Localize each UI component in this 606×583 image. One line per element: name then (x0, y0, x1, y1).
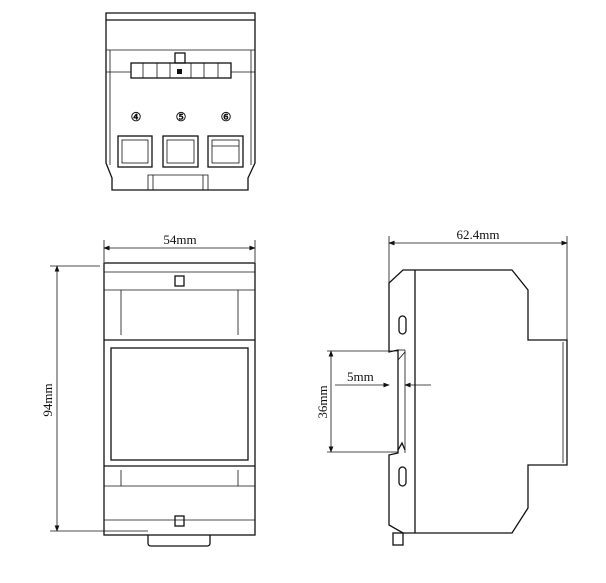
terminal-screws (117, 135, 244, 168)
terminal-6-label: ⑥ (221, 110, 232, 124)
rail-label: 36mm (315, 385, 330, 418)
depth-dimension: 62.4mm (388, 227, 568, 340)
height-dimension: 94mm (40, 265, 148, 532)
width-dimension: 54mm (103, 232, 256, 262)
offset-label: 5mm (347, 369, 374, 384)
depth-label: 62.4mm (457, 227, 500, 242)
side-view (388, 269, 568, 546)
terminal-5-label: ⑤ (176, 110, 187, 124)
terminal-4-label: ④ (131, 110, 142, 124)
height-label: 94mm (40, 383, 55, 416)
front-view (103, 262, 256, 547)
width-label: 54mm (163, 232, 196, 247)
top-view: ④ ⑤ ⑥ (105, 12, 256, 191)
rail-dimension: 36mm (315, 350, 398, 453)
latch (106, 52, 255, 79)
offset-dimension: 5mm (335, 369, 431, 388)
